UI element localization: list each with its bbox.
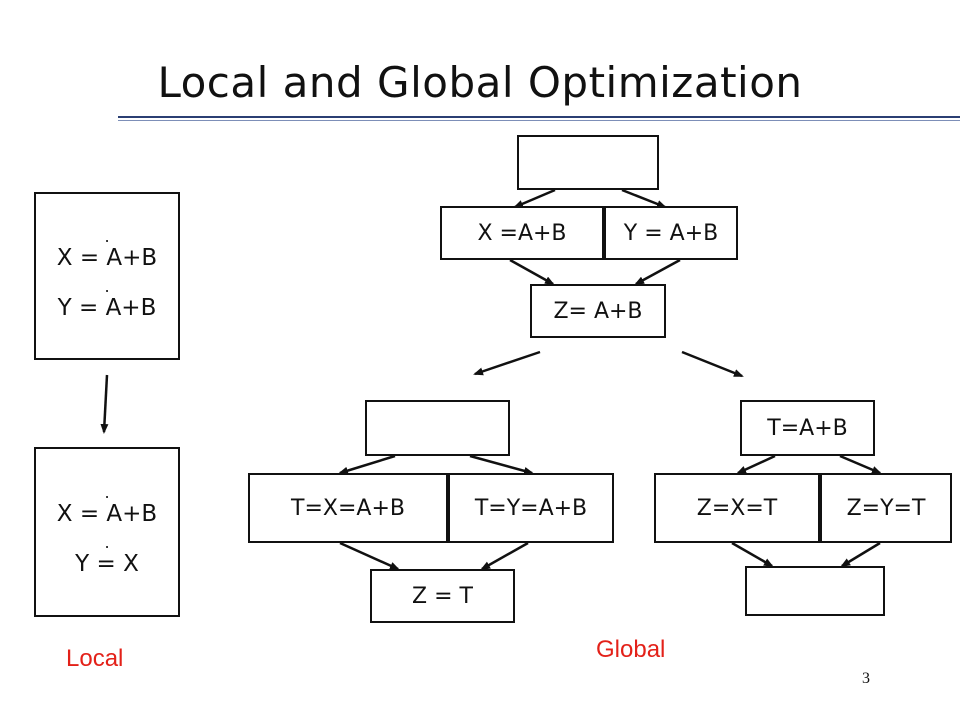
local-before-dot2: . <box>104 277 110 296</box>
right-right-block: Z=Y=T <box>820 473 952 543</box>
page-number: 3 <box>862 670 870 687</box>
top-left-block: X =A+B <box>440 206 604 260</box>
title-underline-thin <box>118 120 960 121</box>
arrow-right-right-to-join <box>840 541 881 568</box>
arrow-top-entry-to-left <box>513 188 556 209</box>
left-join-block: Z = T <box>370 569 515 623</box>
local-after-block: . X = A+B . Y = X <box>34 447 180 617</box>
local-after-dot2: . <box>104 533 110 552</box>
global-caption: Global <box>596 636 666 663</box>
left-left-block: T=X=A+B <box>248 473 448 543</box>
arrow-left-entry-to-right <box>469 454 534 475</box>
arrow-right-left-to-join <box>731 541 774 568</box>
local-before-dot1: . <box>104 227 110 246</box>
left-right-block: T=Y=A+B <box>448 473 614 543</box>
arrow-top-entry-to-right <box>621 188 667 209</box>
arrow-left-left-to-join <box>339 541 400 571</box>
arrow-split-left <box>473 350 541 376</box>
top-join-block: Z= A+B <box>530 284 666 338</box>
right-left-block: Z=X=T <box>654 473 820 543</box>
local-after-line2: Y = X <box>75 551 139 577</box>
local-caption: Local <box>66 645 124 672</box>
arrow-top-left-to-join <box>509 258 555 286</box>
arrow-left-right-to-join <box>480 541 529 571</box>
local-before-line2: Y = A+B <box>57 295 157 321</box>
arrow-left-entry-to-left <box>338 454 396 475</box>
right-entry-block: T=A+B <box>740 400 875 456</box>
local-after-line1: X = A+B <box>56 501 158 527</box>
local-before-line1: X = A+B <box>56 245 158 271</box>
title-underline <box>118 116 960 118</box>
arrow-right-entry-to-right <box>839 454 882 475</box>
arrow-split-right <box>681 350 744 378</box>
arrow-top-right-to-join <box>634 258 681 286</box>
local-transform-arrow <box>100 374 109 434</box>
local-before-block: . X = A+B . Y = A+B <box>34 192 180 360</box>
top-entry-block <box>517 135 659 190</box>
right-join-block <box>745 566 885 616</box>
slide-title: Local and Global Optimization <box>157 58 803 107</box>
top-right-block: Y = A+B <box>604 206 738 260</box>
local-after-dot1: . <box>104 483 110 502</box>
left-entry-block <box>365 400 510 456</box>
arrow-right-entry-to-left <box>736 454 776 475</box>
